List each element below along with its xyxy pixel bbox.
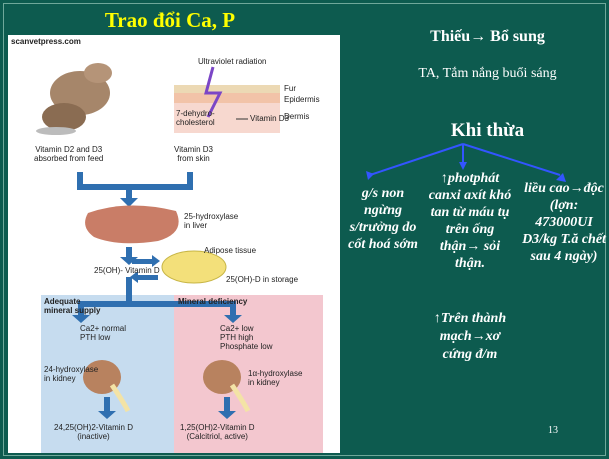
page-number: 13 bbox=[548, 425, 558, 436]
slide-title: Trao đổi Ca, P bbox=[0, 8, 340, 33]
oh-vitd-label: 25(OH)- Vitamin D bbox=[94, 266, 160, 275]
dehydro-label: 7-dehydro- cholesterol bbox=[176, 109, 215, 127]
epidermis-label: Epidermis bbox=[284, 95, 320, 104]
arrows-top bbox=[77, 172, 193, 207]
inactive-label: 24,25(OH)2-Vitamin D (inactive) bbox=[54, 423, 133, 441]
adipose-label: Adipose tissue bbox=[204, 246, 256, 255]
liver-illustration bbox=[85, 205, 179, 243]
fur-label: Fur bbox=[284, 84, 296, 93]
excess-heading: Khi thừa bbox=[370, 120, 605, 142]
kidney24-label: 24-hydroxylase in kidney bbox=[44, 365, 98, 383]
storage-label: 25(OH)-D in storage bbox=[226, 275, 298, 284]
excess-col1: g/s non ngừng s/trưởng do cốt hoá sớm bbox=[343, 185, 423, 253]
vitamin-d-diagram: scanvetpress.com bbox=[8, 35, 340, 453]
excess-col2b: ↑Trên thành mạch→xơ cứng đ/m bbox=[425, 310, 515, 364]
feed-label: Vitamin D2 and D3 absorbed from feed bbox=[34, 145, 103, 163]
deficiency-text: TA, Tắm nắng buổi sáng bbox=[370, 66, 605, 82]
uv-label: Ultraviolet radiation bbox=[198, 57, 266, 66]
ca-normal-label: Ca2+ normal PTH low bbox=[80, 324, 126, 342]
epidermis-layer bbox=[174, 93, 280, 103]
deficiency-label: Mineral deficiency bbox=[178, 297, 247, 306]
excess-col2: ↑photphát canxi axít khó tan từ máu tụ t… bbox=[425, 170, 515, 272]
liver-enzyme-label: 25-hydroxylase in liver bbox=[184, 212, 238, 230]
active-label: 1,25(OH)2-Vitamin D (Calcitriol, active) bbox=[180, 423, 255, 441]
excess-col3: liều cao→độc (lợn: 473000UI D3/kg T.ă ch… bbox=[522, 180, 606, 265]
kidney1a-label: 1α-hydroxylase in kidney bbox=[248, 369, 302, 387]
ca-low-label: Ca2+ low PTH high Phosphate low bbox=[220, 324, 272, 352]
cow-illustration bbox=[36, 63, 112, 135]
deficiency-heading: Thiếu→ Bổ sung bbox=[370, 28, 605, 46]
adequate-label: Adequate mineral supply bbox=[44, 297, 100, 315]
adipose-illustration bbox=[162, 251, 226, 283]
fur-layer bbox=[174, 85, 280, 93]
skin-vitd3-label: Vitamin D3 bbox=[250, 114, 289, 123]
skin-label: Vitamin D3 from skin bbox=[174, 145, 213, 163]
